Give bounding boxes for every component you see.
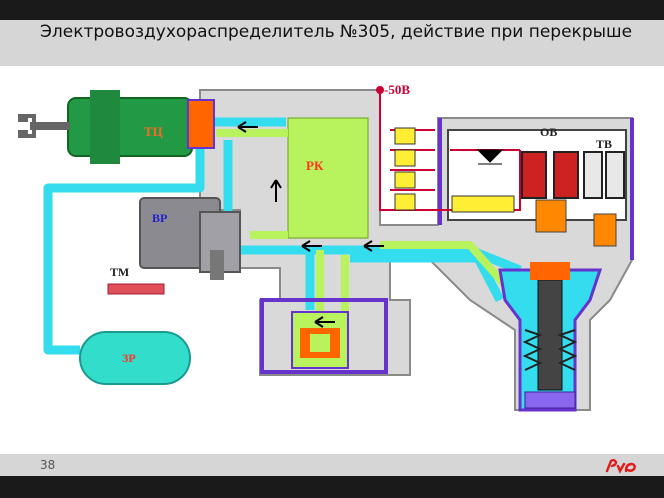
tv-coil-left [583, 151, 603, 199]
diode-icon [476, 149, 504, 165]
right-housing-outline [438, 118, 634, 260]
tv-coil-right [605, 151, 625, 199]
label-ov: ОВ [540, 125, 557, 139]
arrow-tc [237, 121, 258, 133]
tm-pipe [107, 283, 165, 295]
zr-reservoir [79, 331, 191, 385]
footer-bar [0, 454, 664, 476]
label-rk: РК [306, 158, 324, 173]
brake-distributor-diagram: ТЦ РК ВР ТМ ЗР ОВ ТВ -50В [18, 82, 634, 412]
title-bar [0, 20, 664, 66]
label-voltage: -50В [384, 82, 410, 97]
contact-block-1 [394, 127, 416, 145]
contact-block-2 [394, 149, 416, 167]
tc-cylinder [67, 97, 193, 157]
ov-coil-right [553, 151, 579, 199]
arrow-rk-up [270, 179, 282, 202]
label-tm: ТМ [110, 265, 129, 279]
arrow-channel-2 [363, 240, 384, 252]
top-bar [0, 0, 664, 20]
contact-block-3 [394, 171, 416, 189]
ov-armature [535, 199, 567, 233]
tv-armature [593, 213, 617, 247]
ov-coil-left [521, 151, 547, 199]
arrow-channel-1 [301, 240, 322, 252]
tc-piston-plate [187, 99, 215, 149]
label-zr: ЗР [122, 351, 136, 365]
bottom-bar [0, 476, 664, 498]
tc-clevis-icon [18, 114, 36, 138]
vr-valve [139, 197, 241, 280]
slide-title: Электровоздухораспределитель №305, дейст… [40, 22, 633, 42]
rk-chamber [287, 117, 369, 239]
label-tv: ТВ [596, 137, 612, 151]
arrow-lower-valve [314, 316, 335, 328]
voltage-terminal-icon [376, 86, 384, 94]
lower-valve-housing [260, 298, 388, 374]
channel-green-lower [250, 231, 349, 320]
label-tc: ТЦ [144, 124, 163, 139]
label-vr: ВР [152, 211, 167, 225]
rzd-logo-icon [605, 459, 636, 474]
spring-icon [522, 329, 578, 371]
contact-block-4 [394, 193, 416, 211]
terminal-strip [451, 195, 515, 213]
page-number: 38 [40, 458, 56, 472]
tc-rod [30, 122, 70, 130]
